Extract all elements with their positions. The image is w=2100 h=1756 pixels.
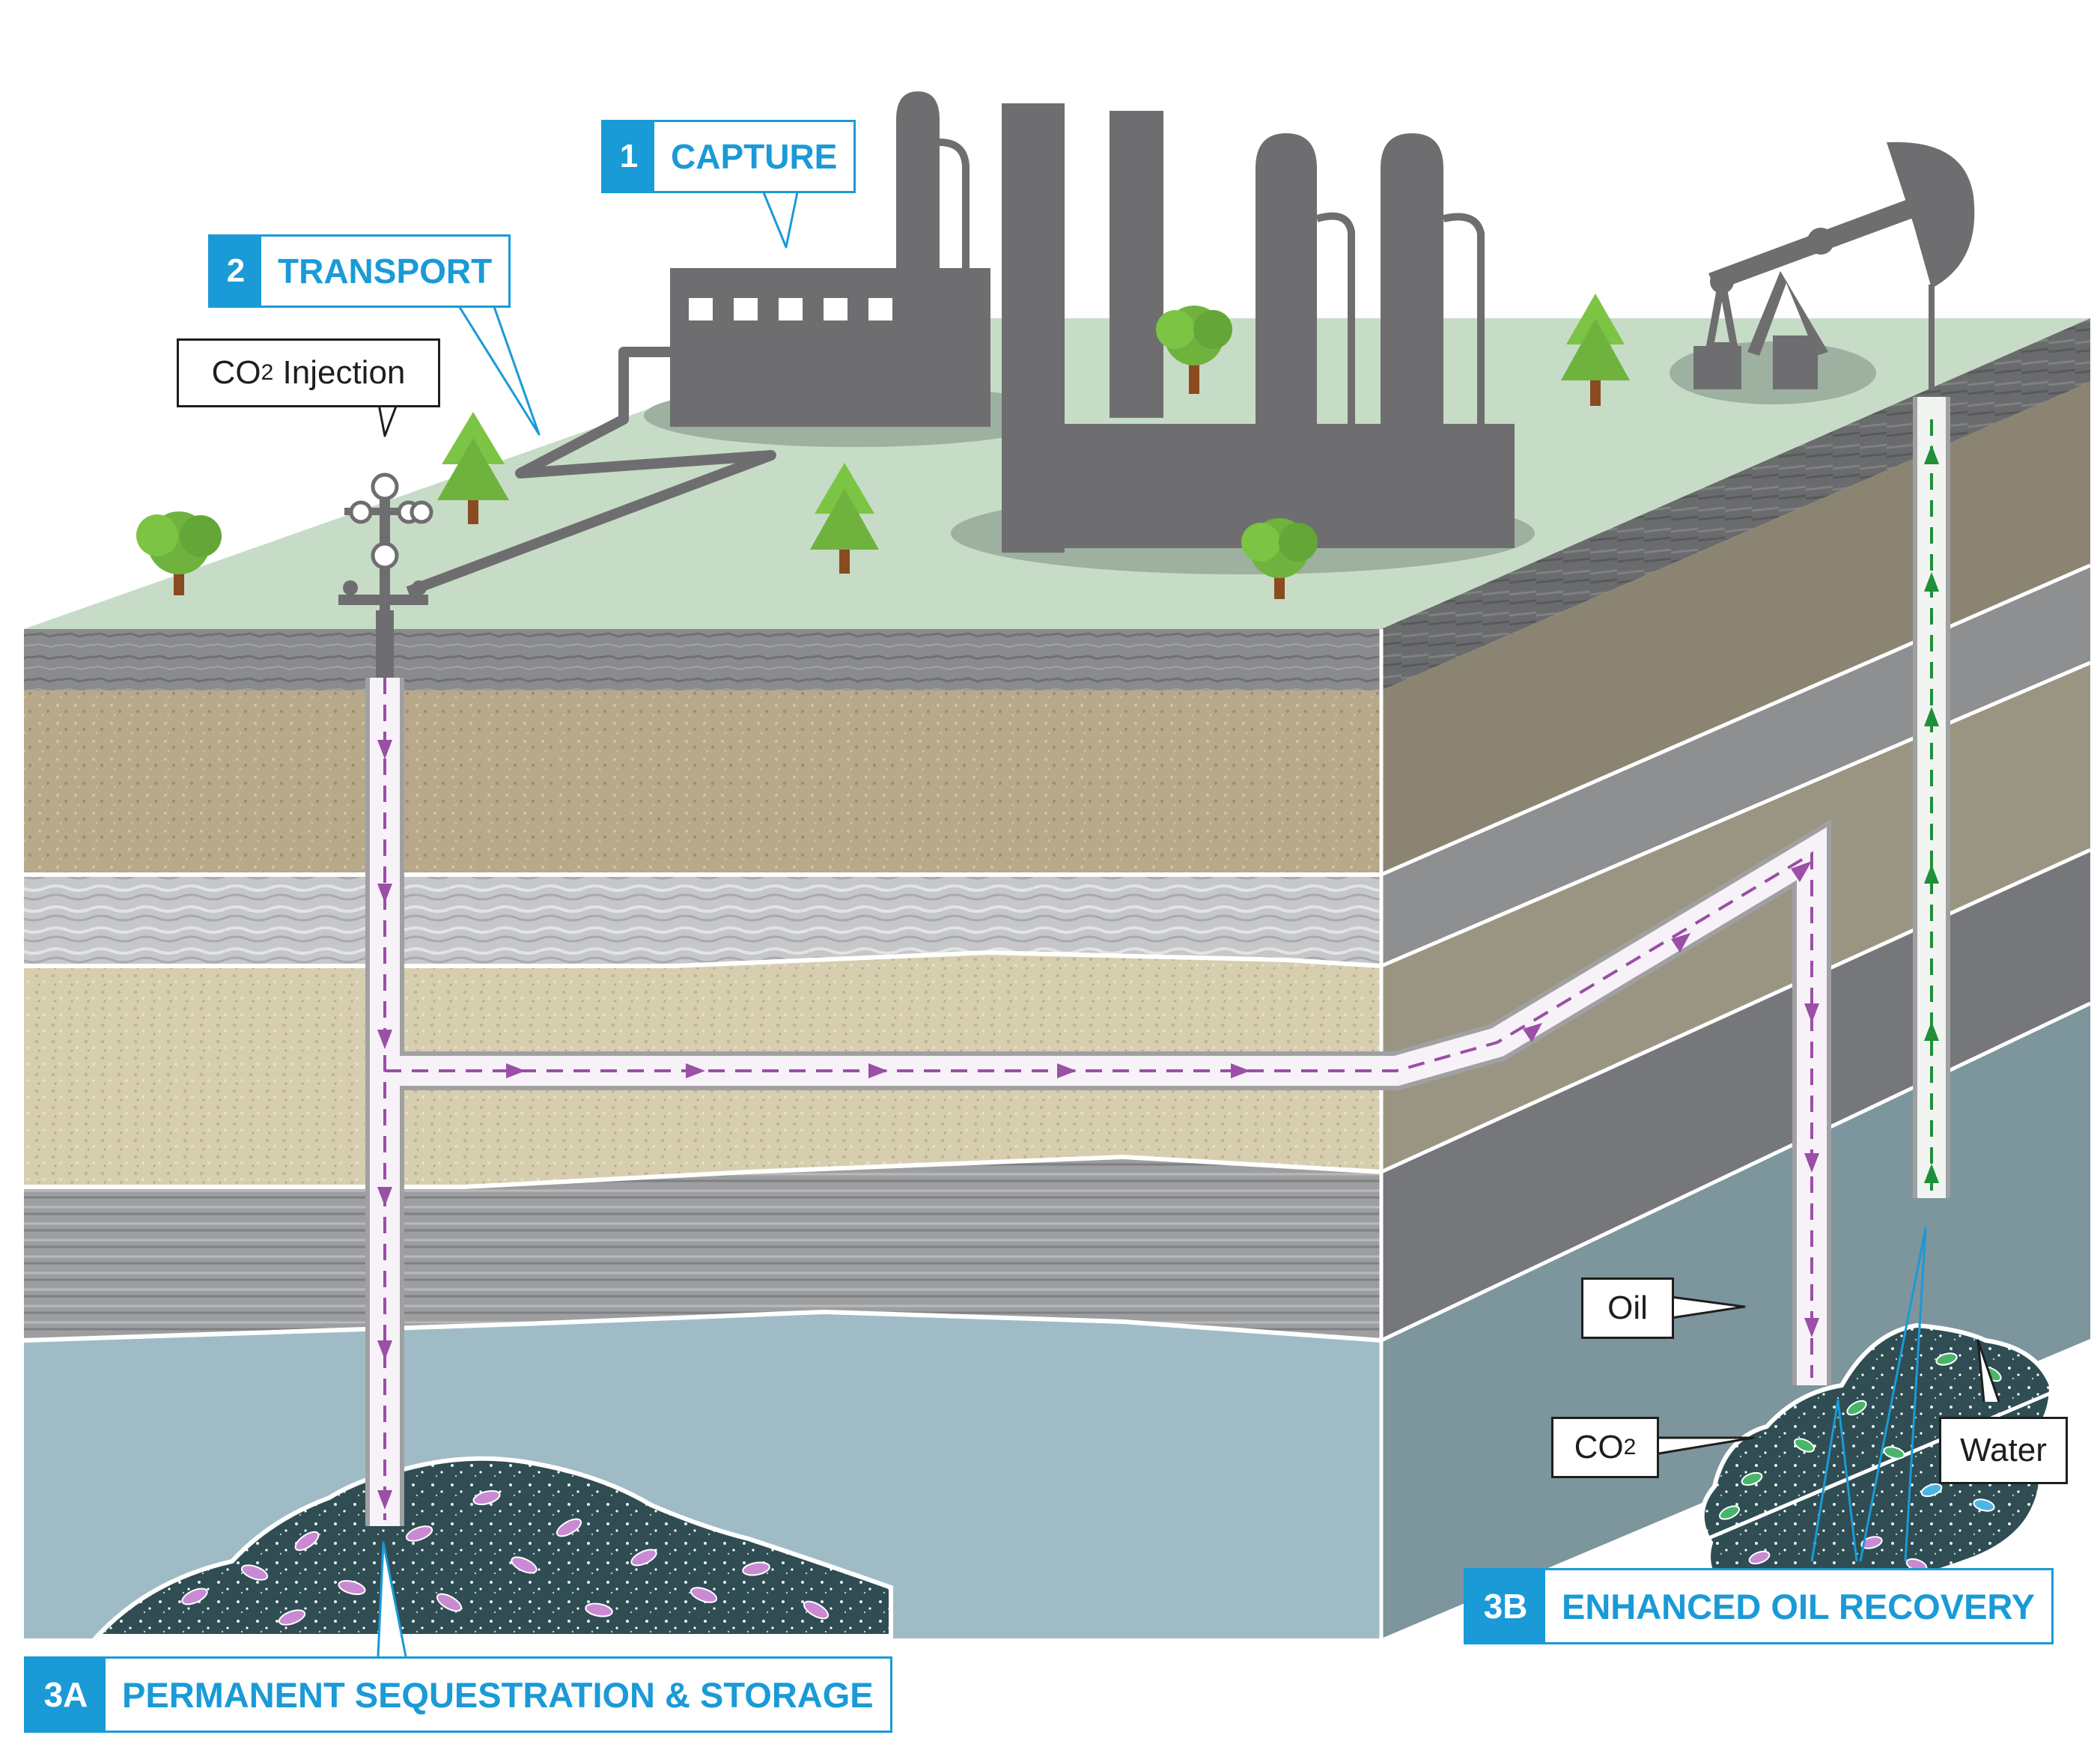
injection-wellhead bbox=[338, 473, 433, 678]
stage-eor-text: ENHANCED OIL RECOVERY bbox=[1562, 1586, 2035, 1626]
front-strata bbox=[23, 629, 1382, 1638]
tree-pine bbox=[810, 463, 879, 574]
oil-callout: Oil bbox=[1581, 1277, 1674, 1339]
co2-injection-sub: 2 bbox=[261, 360, 274, 385]
stratum-sand bbox=[24, 690, 1381, 875]
tree-pine bbox=[437, 412, 509, 524]
tree-pine bbox=[1561, 294, 1630, 406]
facility-tower-left bbox=[896, 91, 940, 270]
stage-capture-number: 1 bbox=[603, 122, 654, 191]
stage-capture-label: 1 CAPTURE bbox=[601, 120, 856, 193]
tree-round bbox=[1241, 518, 1318, 599]
transport-pipeline bbox=[406, 347, 776, 597]
tree-round bbox=[1156, 306, 1232, 394]
tree-round bbox=[136, 511, 222, 595]
stage-storage-number: 3A bbox=[26, 1659, 106, 1731]
stage-transport-number: 2 bbox=[210, 237, 261, 306]
stage-transport-label: 2 TRANSPORT bbox=[208, 234, 511, 308]
trees bbox=[136, 294, 1630, 599]
stage-storage-label: 3A PERMANENT SEQUESTRATION & STORAGE bbox=[24, 1656, 892, 1733]
stratum-limestone bbox=[24, 875, 1381, 966]
stage-storage-text: PERMANENT SEQUESTRATION & STORAGE bbox=[122, 1674, 874, 1715]
co2-callout-pre: CO bbox=[1574, 1429, 1624, 1465]
stage-eor-label: 3B ENHANCED OIL RECOVERY bbox=[1464, 1568, 2054, 1644]
oil-flow-arrows bbox=[1924, 445, 1939, 1183]
stage-capture-text: CAPTURE bbox=[671, 137, 838, 176]
co2-callout-sub: 2 bbox=[1623, 1435, 1637, 1459]
co2-injection-pre: CO bbox=[211, 354, 261, 391]
facility-stack-2 bbox=[1110, 111, 1163, 418]
leader-lines bbox=[377, 192, 2000, 1657]
oil-callout-text: Oil bbox=[1607, 1289, 1648, 1326]
water-callout: Water bbox=[1939, 1417, 2068, 1484]
storage-reservoir bbox=[92, 1456, 893, 1638]
stratum-shale bbox=[24, 1157, 1381, 1340]
facility-building bbox=[670, 268, 990, 427]
pumpjack bbox=[1670, 142, 1975, 404]
facility-tower-center bbox=[1256, 133, 1317, 427]
stratum-bedrock bbox=[24, 629, 1381, 690]
co2-flow-arrows bbox=[377, 740, 1819, 1510]
co2-injection-post: Injection bbox=[273, 354, 406, 391]
stage-eor-number: 3B bbox=[1466, 1570, 1545, 1642]
water-callout-text: Water bbox=[1960, 1432, 2047, 1468]
facility-tower-right bbox=[1381, 133, 1443, 427]
stage-transport-text: TRANSPORT bbox=[278, 252, 493, 291]
capture-facility bbox=[644, 91, 1535, 574]
co2-injection-pipe bbox=[365, 678, 1831, 1526]
